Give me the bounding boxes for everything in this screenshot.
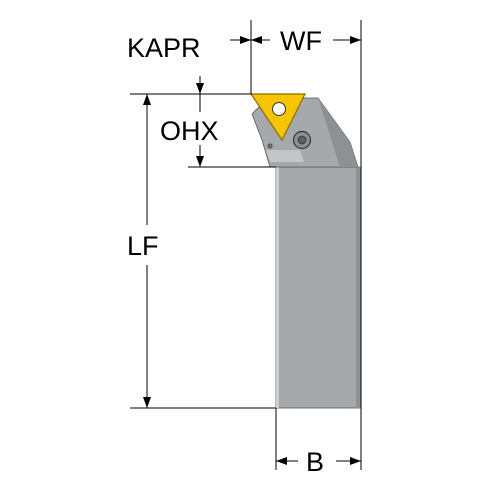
ohx-dimension: OHX — [160, 76, 219, 167]
wf-label: WF — [280, 26, 322, 56]
ohx-label: OHX — [160, 116, 219, 146]
clamp-screw-icon — [292, 130, 312, 150]
head-shadow — [318, 98, 358, 167]
kapr-label: KAPR — [127, 33, 201, 63]
shank-highlight — [276, 167, 279, 408]
lf-label: LF — [127, 231, 159, 261]
shank-shadow — [356, 167, 361, 408]
pin-icon — [267, 143, 273, 149]
kapr-dimension: KAPR — [127, 33, 251, 63]
tool-holder — [249, 93, 362, 409]
b-label: B — [306, 447, 324, 477]
triangular-insert-icon — [249, 93, 306, 142]
head-highlight — [266, 150, 304, 162]
b-dimension: B — [276, 447, 361, 477]
extension-lines — [130, 20, 362, 470]
wf-dimension: WF — [251, 26, 361, 56]
lf-dimension: LF — [127, 94, 159, 408]
shank — [275, 166, 362, 409]
